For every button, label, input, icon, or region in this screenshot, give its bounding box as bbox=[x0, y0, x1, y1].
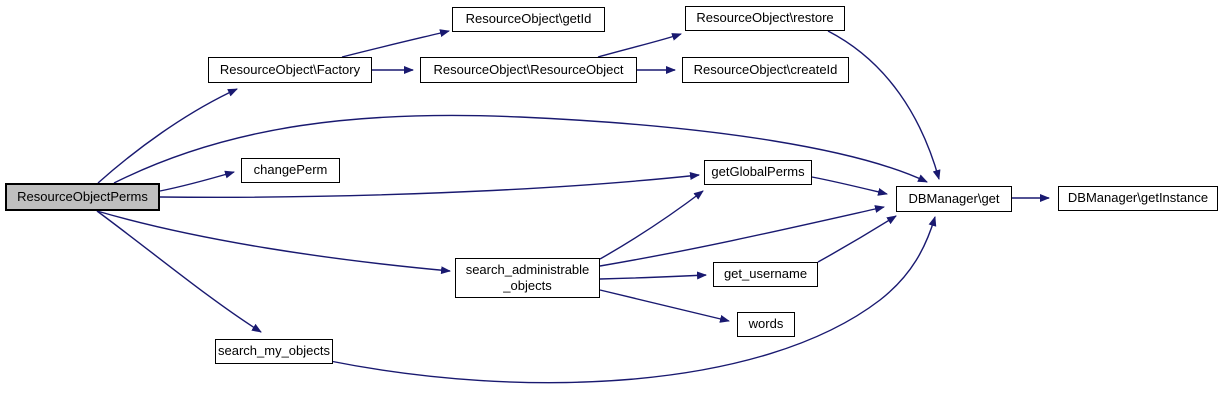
node-changeperm[interactable]: changePerm bbox=[241, 158, 340, 183]
node-label-resourceobjectperms: ResourceObjectPerms bbox=[17, 188, 148, 204]
edge-searchadministrable-to-words bbox=[599, 289, 730, 323]
node-dbgetinstance[interactable]: DBManager\getInstance bbox=[1058, 186, 1218, 211]
edge-searchadministrable-to-getusername bbox=[599, 271, 707, 280]
node-label-dbget: DBManager\get bbox=[908, 190, 1000, 206]
node-searchadministrable[interactable]: search_administrable_objects bbox=[455, 258, 600, 298]
edge-resourceobjectperms-to-factory bbox=[97, 88, 238, 184]
node-label-searchadministrable-line2: _objects bbox=[503, 278, 552, 293]
node-label-words: words bbox=[748, 316, 784, 332]
node-label-factory: ResourceObject\Factory bbox=[219, 61, 361, 77]
node-searchmyobjects[interactable]: search_my_objects bbox=[215, 339, 333, 364]
node-label-changeperm: changePerm bbox=[253, 162, 328, 178]
edge-resourceobjectperms-to-changeperm bbox=[159, 170, 235, 192]
node-label-resourceobject: ResourceObject\ResourceObject bbox=[433, 61, 624, 77]
edge-factory-to-getid bbox=[341, 29, 450, 58]
node-resourceobject[interactable]: ResourceObject\ResourceObject bbox=[420, 57, 637, 83]
node-dbget[interactable]: DBManager\get bbox=[896, 186, 1012, 212]
edge-resourceobjectperms-to-searchadministrable bbox=[96, 210, 451, 275]
edge-getusername-to-dbget bbox=[817, 215, 897, 263]
node-getid[interactable]: ResourceObject\getId bbox=[452, 7, 605, 32]
node-restore[interactable]: ResourceObject\restore bbox=[685, 6, 845, 31]
node-label-dbgetinstance: DBManager\getInstance bbox=[1067, 190, 1209, 206]
node-getglobalperms[interactable]: getGlobalPerms bbox=[704, 160, 812, 185]
node-label-getid: ResourceObject\getId bbox=[465, 11, 592, 27]
edge-searchadministrable-to-getglobalperms bbox=[599, 190, 704, 260]
node-label-restore: ResourceObject\restore bbox=[696, 10, 834, 26]
edge-resourceobject-to-restore bbox=[597, 33, 682, 58]
node-label-getusername: get_username bbox=[723, 266, 808, 282]
edge-resourceobjectperms-to-dbget bbox=[113, 114, 928, 184]
node-resourceobjectperms[interactable]: ResourceObjectPerms bbox=[5, 183, 160, 211]
edge-resourceobjectperms-to-getglobalperms bbox=[159, 171, 700, 198]
node-words[interactable]: words bbox=[737, 312, 795, 337]
edge-restore-to-dbget bbox=[827, 30, 941, 180]
edge-resourceobjectperms-to-searchmyobjects bbox=[96, 210, 262, 333]
edges-group bbox=[96, 29, 1050, 384]
edge-searchadministrable-to-dbget bbox=[599, 205, 885, 267]
node-label-searchmyobjects: search_my_objects bbox=[218, 343, 330, 359]
node-getusername[interactable]: get_username bbox=[713, 262, 818, 287]
edge-searchmyobjects-to-dbget bbox=[329, 216, 937, 384]
node-label-getglobalperms: getGlobalPerms bbox=[711, 164, 805, 180]
edge-getglobalperms-to-dbget bbox=[811, 176, 888, 196]
node-label-createid: ResourceObject\createId bbox=[693, 61, 838, 77]
node-label-searchadministrable-line1: search_administrable bbox=[465, 261, 590, 277]
node-createid[interactable]: ResourceObject\createId bbox=[682, 57, 849, 83]
node-factory[interactable]: ResourceObject\Factory bbox=[208, 57, 372, 83]
